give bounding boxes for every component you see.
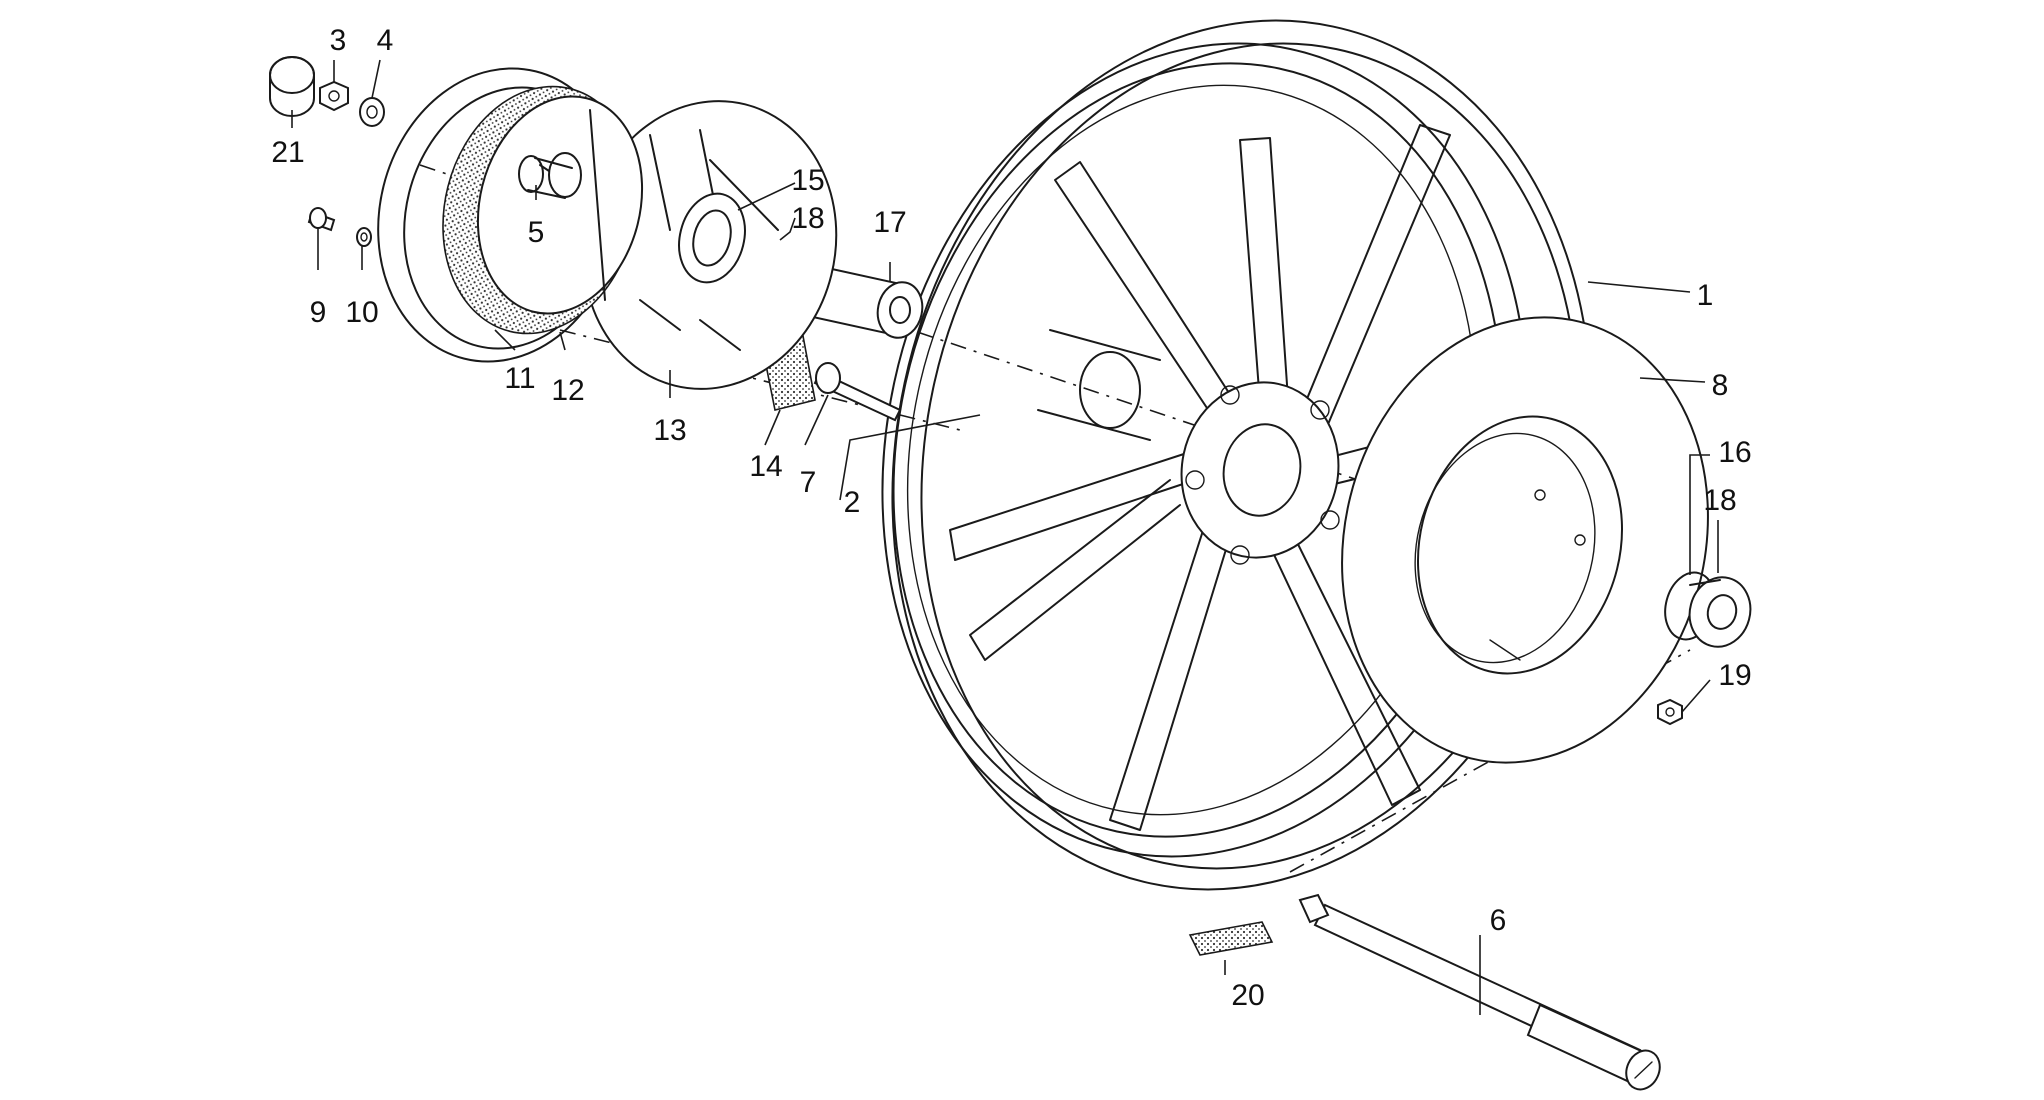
axis-lines (419, 164, 1731, 873)
part-label-14: 14 (749, 450, 782, 483)
brake-disc (1341, 316, 1709, 764)
leader-lines (291, 59, 1719, 1015)
wheel-spokes (949, 124, 1556, 831)
part-label-17: 17 (873, 206, 906, 239)
part-label-11: 11 (504, 362, 535, 395)
part-label-20: 20 (1231, 979, 1264, 1012)
brake-drum (377, 67, 644, 363)
part-label-4: 4 (377, 24, 394, 57)
part-label-16: 16 (1718, 436, 1751, 469)
clip-20 (1188, 921, 1274, 956)
washer-10 (356, 227, 372, 247)
bolt-7 (813, 362, 902, 422)
part-label-15: 15 (791, 164, 824, 197)
part-labels: 1 8 16 18 19 6 20 2 7 14 13 12 11 10 9 5… (271, 24, 1751, 1012)
part-label-6: 6 (1490, 904, 1507, 937)
cover-plate-13 (582, 100, 838, 390)
part-label-3: 3 (330, 24, 347, 57)
axle (1298, 893, 1661, 1091)
nut-3 (319, 80, 349, 112)
part-label-21: 21 (271, 136, 304, 169)
bush-21 (269, 56, 315, 117)
part-label-2: 2 (844, 486, 861, 519)
right-bearing-group (1664, 571, 1752, 648)
part-label-19: 19 (1718, 659, 1751, 692)
part-label-8: 8 (1712, 369, 1729, 402)
part-label-18-left: 18 (791, 202, 824, 235)
part-label-12: 12 (551, 374, 584, 407)
part-label-9: 9 (310, 296, 327, 329)
part-label-13: 13 (653, 414, 686, 447)
part-label-5: 5 (528, 216, 545, 249)
nut-19 (1657, 698, 1683, 726)
part-label-7: 7 (800, 466, 817, 499)
screw-9 (307, 207, 336, 232)
part-label-1: 1 (1697, 279, 1714, 312)
part-label-18-right: 18 (1703, 484, 1736, 517)
washer-4 (359, 97, 385, 127)
part-label-10: 10 (345, 296, 378, 329)
